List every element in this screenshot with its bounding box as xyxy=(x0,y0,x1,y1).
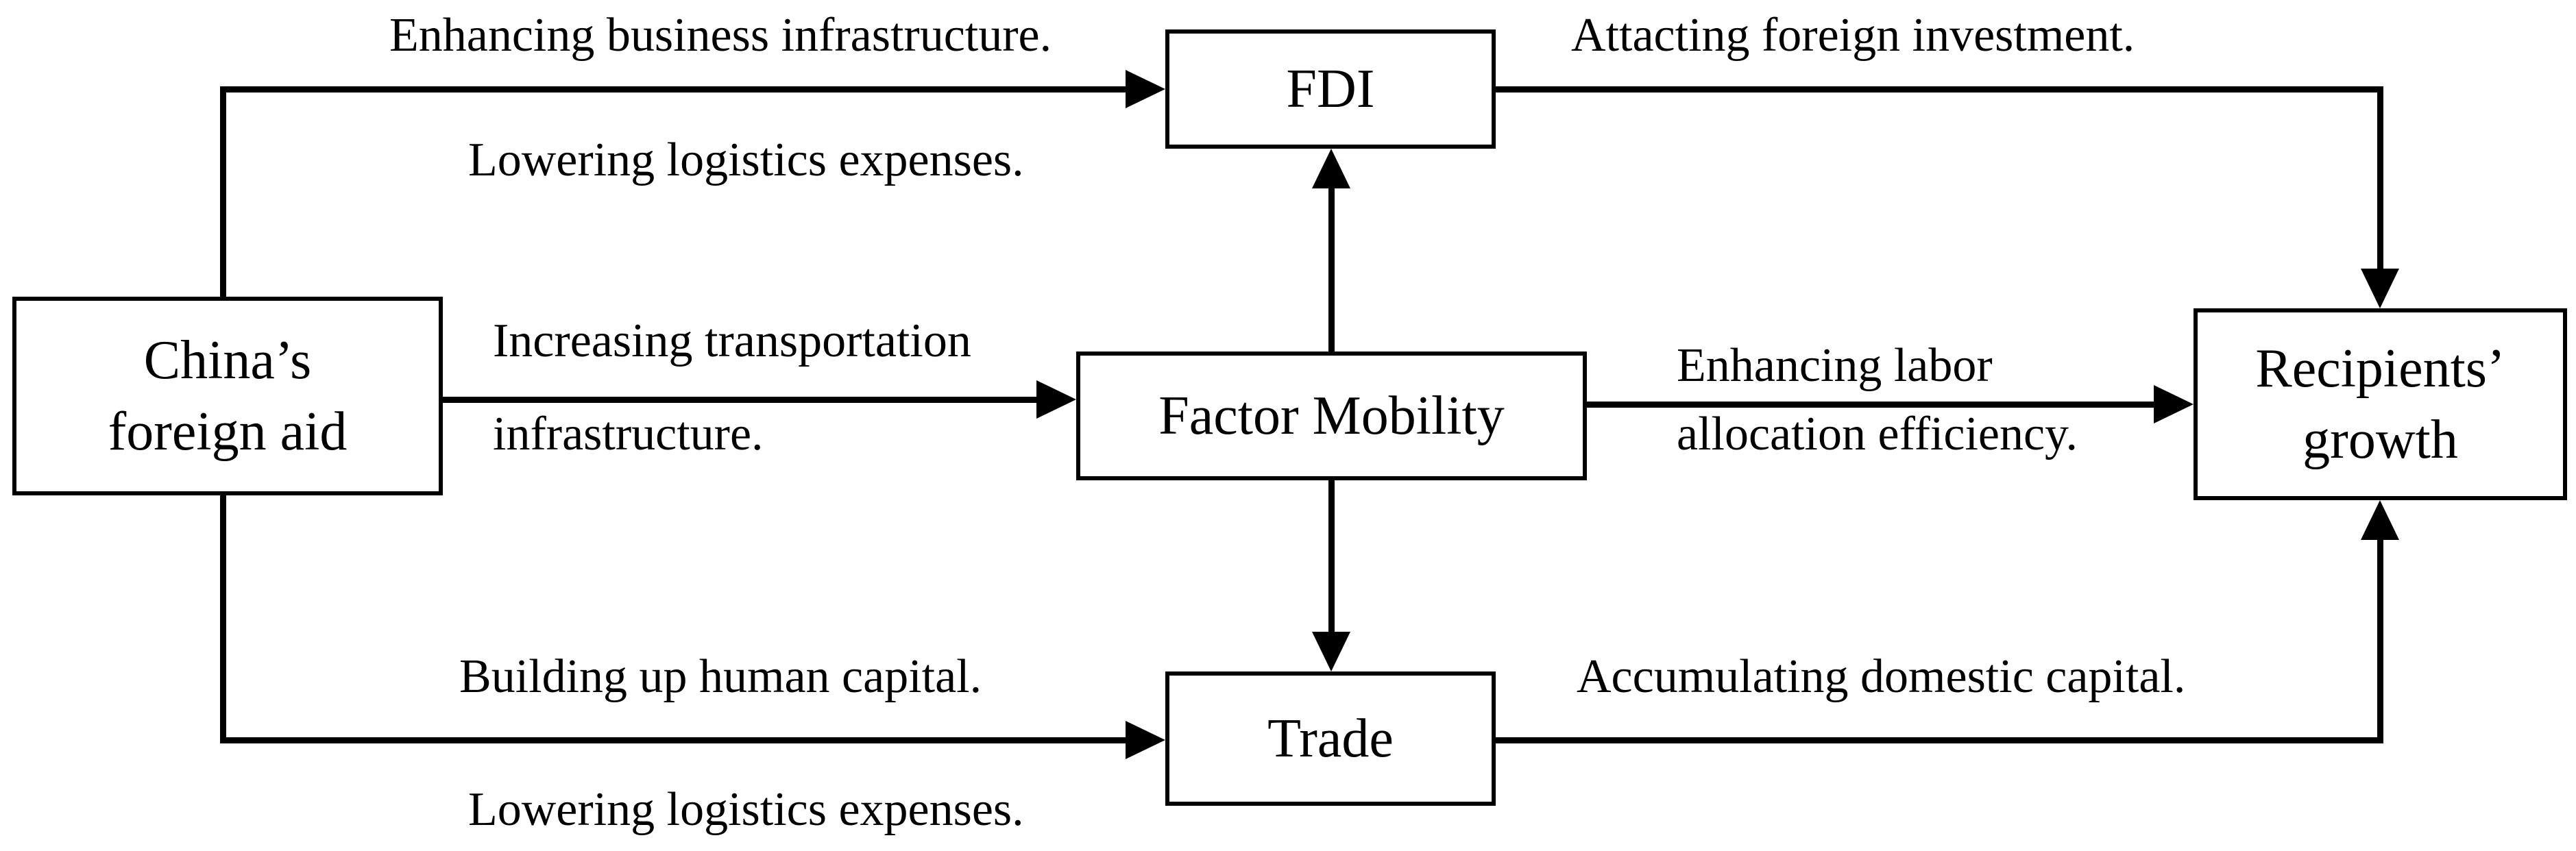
connector-trade-to-recipients-vertical xyxy=(2377,536,2383,743)
connector-factor-to-trade xyxy=(1328,478,1335,636)
arrowhead-into-trade-left-icon xyxy=(1126,721,1165,759)
connector-factor-to-recipients xyxy=(1584,402,2156,408)
arrowhead-into-recipients-bottom-icon xyxy=(2361,500,2399,540)
node-chinas-foreign-aid-label-line2: foreign aid xyxy=(108,402,348,462)
connector-fdi-to-recipients-horizontal xyxy=(1493,86,2383,92)
edge-label-attacting-foreign-investment: Attacting foreign investment. xyxy=(1571,9,2135,62)
node-trade-label: Trade xyxy=(1267,708,1394,769)
arrowhead-into-recipients-top-icon xyxy=(2361,269,2399,308)
edge-label-building-up-human-capital: Building up human capital. xyxy=(459,650,982,703)
arrowhead-into-trade-top-icon xyxy=(1312,632,1350,671)
node-chinas-foreign-aid: China’s foreign aid xyxy=(12,297,443,495)
edge-label-enhancing-business-infrastructure: Enhancing business infrastructure. xyxy=(389,9,1052,62)
edge-label-lowering-logistics-expenses-top: Lowering logistics expenses. xyxy=(468,134,1024,186)
node-factor-mobility: Factor Mobility xyxy=(1076,352,1587,480)
node-recipients-growth-label-line1: Recipients’ xyxy=(2255,338,2505,399)
node-fdi: FDI xyxy=(1165,29,1496,149)
node-factor-mobility-label: Factor Mobility xyxy=(1158,386,1505,446)
node-recipients-growth-label-line2: growth xyxy=(2302,410,2458,470)
arrowhead-into-fdi-bottom-icon xyxy=(1312,149,1350,188)
arrowhead-into-factor-left-icon xyxy=(1036,380,1076,419)
connector-china-to-fdi-vertical xyxy=(220,86,226,299)
connector-china-to-trade-vertical xyxy=(220,493,226,743)
arrowhead-into-fdi-left-icon xyxy=(1126,70,1165,108)
connector-trade-to-recipients-horizontal xyxy=(1493,737,2383,743)
edge-label-lowering-logistics-expenses-bottom: Lowering logistics expenses. xyxy=(468,783,1024,836)
connector-china-to-factor xyxy=(439,397,1041,403)
connector-china-to-fdi-horizontal xyxy=(220,86,1130,92)
node-trade: Trade xyxy=(1165,671,1496,806)
node-fdi-label: FDI xyxy=(1286,59,1375,119)
node-recipients-growth: Recipients’ growth xyxy=(2194,308,2567,500)
connector-factor-to-fdi xyxy=(1328,184,1335,354)
arrowhead-into-recipients-left-icon xyxy=(2154,385,2194,423)
connector-fdi-to-recipients-vertical xyxy=(2377,86,2383,273)
node-chinas-foreign-aid-label-line1: China’s xyxy=(143,330,312,391)
edge-label-accumulating-domestic-capital: Accumulating domestic capital. xyxy=(1577,650,2186,703)
edge-label-enhancing-labor: Enhancing labor xyxy=(1677,339,1993,392)
connector-china-to-trade-horizontal xyxy=(220,737,1130,743)
edge-label-infrastructure: infrastructure. xyxy=(493,408,764,460)
edge-label-increasing-transportation: Increasing transportation xyxy=(493,314,971,367)
edge-label-allocation-efficiency: allocation efficiency. xyxy=(1677,408,2078,460)
